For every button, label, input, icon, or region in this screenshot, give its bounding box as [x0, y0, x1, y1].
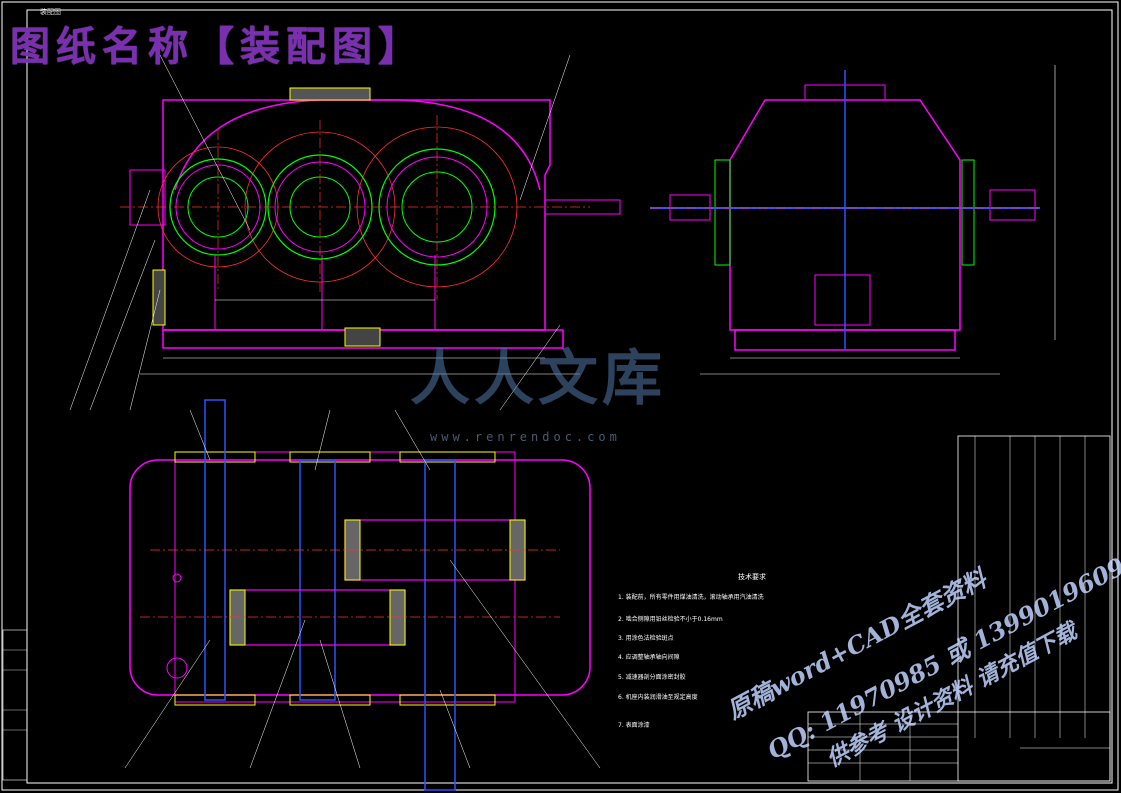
- top-section-view: [124, 399, 601, 791]
- left-revision-block: [2, 629, 28, 781]
- watermark-url: www.renrendoc.com: [430, 430, 621, 444]
- front-view: [69, 54, 621, 411]
- parts-list-table: [957, 435, 1111, 782]
- drawing-title: 图纸名称【装配图】: [10, 23, 424, 70]
- tech-note-line: 4. 应调整轴承轴向间隙: [618, 654, 680, 661]
- inner-border: [26, 9, 1113, 784]
- tech-note-line: 6. 机座内装润滑油至规定高度: [618, 694, 698, 701]
- tech-note-line: 5. 减速器剖分面涂密封胶: [618, 674, 686, 681]
- watermark-logo: 人人文库: [410, 344, 666, 414]
- side-view: [650, 65, 1056, 375]
- tech-note-line: 1. 装配前，所有零件用煤油清洗，滚动轴承用汽油清洗: [618, 594, 764, 601]
- tech-note-line: 7. 表面涂漆: [618, 722, 650, 729]
- tech-note-line: 3. 用涂色法检验斑点: [618, 635, 674, 642]
- title-block: [807, 711, 1111, 782]
- tech-note-line: 2. 啮合侧隙用铅丝检验不小于0.16mm: [618, 616, 723, 623]
- corner-tag: 装配图: [40, 8, 61, 16]
- tech-notes-title: 技术要求: [738, 573, 766, 581]
